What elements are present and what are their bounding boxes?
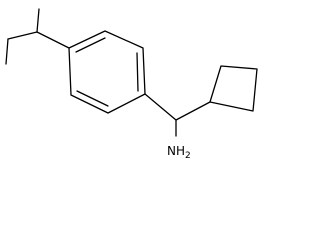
bond-ethyl-ch-ch2 (7, 31, 38, 40)
bond-ring-link (36, 31, 70, 49)
amine-label: NH2 (167, 144, 191, 161)
cyclobutane-ring (209, 65, 258, 112)
benzene-outer-ring (68, 30, 146, 114)
amine-label-main: NH (167, 144, 185, 158)
bond-ring-to-methine (144, 93, 177, 121)
benzene-inner-bond-right (136, 52, 139, 92)
benzene-inner-bond-bottom (76, 90, 109, 107)
benzene-ring (68, 30, 146, 114)
bond-methine-to-cyclobutyl (175, 101, 211, 121)
benzene-inner-bond-top (75, 37, 106, 53)
molecule-structure: NH2 (5, 8, 258, 161)
amine-label-subscript: 2 (185, 151, 191, 161)
cyclobutyl-group (175, 65, 258, 121)
bond-methyl (36, 8, 40, 33)
sec-butyl-group (5, 8, 70, 65)
bond-ethyl-ch2-ch3 (5, 38, 9, 65)
